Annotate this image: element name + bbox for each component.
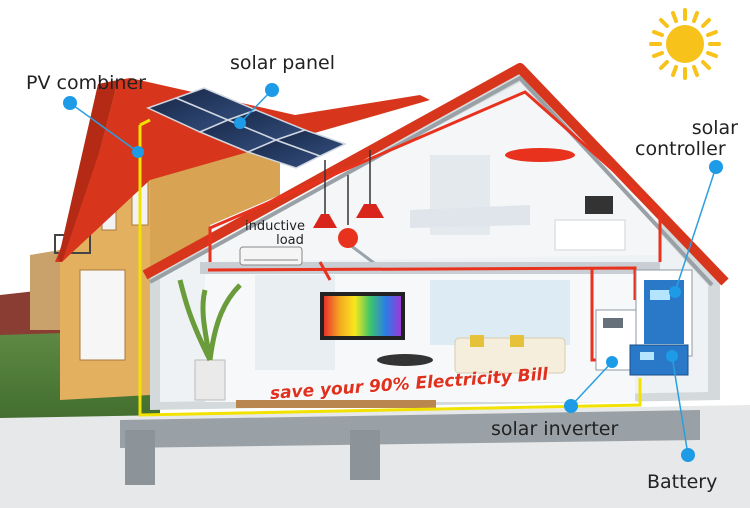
plant [177, 279, 242, 401]
dc-wiring [138, 118, 642, 417]
callout-dots [63, 83, 723, 462]
callout-lines [69, 89, 717, 456]
inductive-line2: load [276, 233, 304, 248]
controller-icon [635, 269, 693, 357]
door [79, 269, 126, 361]
ac-wiring [207, 90, 662, 362]
laptop [585, 196, 613, 214]
solar-controller-dot [709, 160, 723, 174]
lamp-icon [313, 148, 575, 248]
solar-controller-line2: controller [635, 138, 726, 160]
inductive-line1: inductive [245, 219, 305, 234]
battery-dot [681, 448, 695, 462]
solar-controller-line1: solar [691, 117, 738, 139]
inductive-load-label: inductive load [240, 220, 310, 248]
solar-inverter-dot [564, 399, 578, 413]
coffee-table [377, 354, 433, 366]
solar-controller-label: solar [686, 117, 738, 139]
pv-combiner-label: PV combiner [26, 72, 146, 94]
foundation [120, 410, 700, 448]
battery-icon [629, 344, 689, 376]
battery-label: Battery [647, 471, 718, 493]
solar-inverter-label: solar inverter [491, 418, 619, 440]
solar-panel-dot [265, 83, 279, 97]
air-conditioner-icon [239, 246, 303, 266]
pv-combiner-dot [63, 96, 77, 110]
glass-window [430, 280, 570, 345]
roof [55, 78, 430, 262]
solar-panel-icon [146, 87, 347, 169]
solar-panel-label: solar panel [230, 52, 336, 74]
sun-icon [649, 8, 721, 80]
